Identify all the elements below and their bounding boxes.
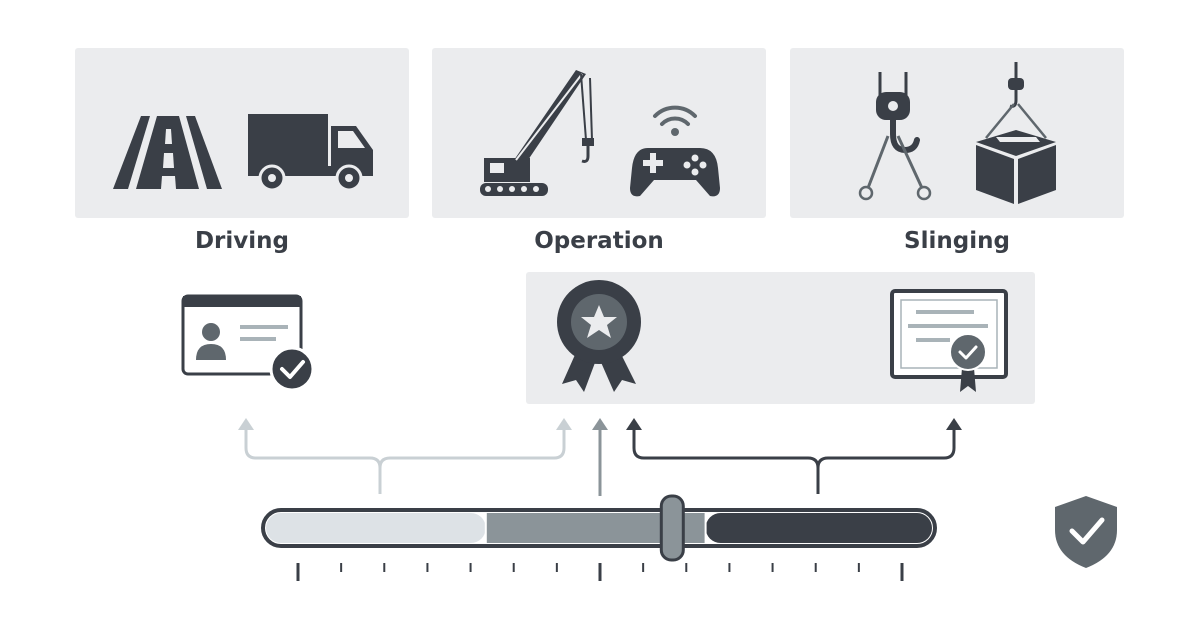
progress-segment-1 — [266, 513, 486, 543]
hook-slings-icon — [858, 72, 932, 201]
certificate-icon — [890, 289, 1008, 392]
progress-handle[interactable] — [659, 494, 685, 562]
crane-icon — [480, 70, 594, 196]
label-driving: Driving — [194, 228, 290, 254]
truck-icon — [248, 114, 373, 192]
progress-segment-3 — [705, 513, 932, 543]
id-card-check-icon — [181, 294, 315, 392]
shield-check-icon — [1055, 496, 1117, 568]
progress-segments — [266, 513, 932, 543]
road-icon — [113, 116, 222, 189]
progress-track — [261, 494, 937, 581]
wireless-gamepad-icon — [630, 105, 720, 197]
award-ribbon-icon — [557, 280, 641, 392]
label-operation: Operation — [534, 228, 664, 254]
arrow-operation — [592, 418, 608, 496]
arrow-driving-branch — [238, 418, 572, 494]
arrow-slinging-branch — [626, 418, 962, 494]
hook-load-box-icon — [976, 62, 1056, 204]
progress-ticks — [296, 563, 904, 581]
label-slinging: Slinging — [904, 228, 1010, 254]
panel-slinging — [790, 48, 1124, 218]
